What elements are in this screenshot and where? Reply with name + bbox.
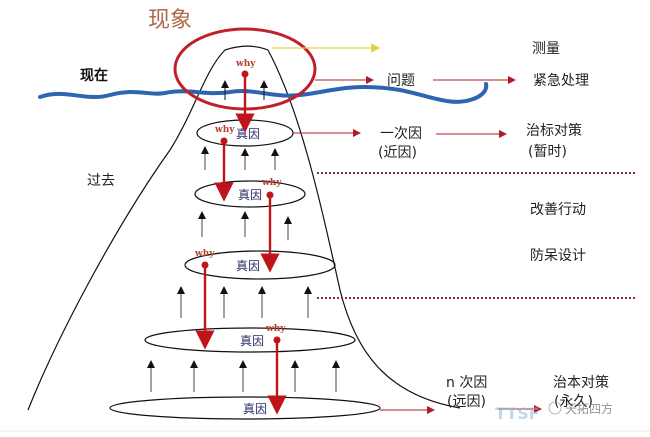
watermark-name: 天拓四方 xyxy=(565,401,613,416)
label-root-fix-sub: (永久) xyxy=(554,394,593,410)
label-now: 现在 xyxy=(80,67,108,84)
label-temporary-fix-sub: (暂时) xyxy=(528,144,567,160)
wechat-icon xyxy=(548,401,562,415)
cause-ellipse-4 xyxy=(144,327,356,353)
true-cause-label-2: 真因 xyxy=(238,188,262,202)
true-cause-label-4: 真因 xyxy=(240,334,264,348)
why-label-2: why xyxy=(261,178,282,188)
iceberg-outline xyxy=(27,45,461,411)
watermark-brand: TTSF xyxy=(495,404,540,423)
label-nth-cause-sub: (远因) xyxy=(447,394,486,410)
water-line xyxy=(38,82,489,104)
cause-ellipse-2 xyxy=(194,180,306,208)
cause-ellipse-5 xyxy=(109,396,381,420)
label-nth-cause: n 次因 xyxy=(446,375,487,391)
label-problem: 问题 xyxy=(387,73,415,89)
why-label-top: why xyxy=(235,59,256,69)
true-cause-label-5: 真因 xyxy=(243,402,267,416)
label-measure: 测量 xyxy=(532,41,560,57)
cause-ellipse-3 xyxy=(184,250,336,280)
label-emergency-handling: 紧急处理 xyxy=(533,73,589,89)
diagram-title: 现象 xyxy=(148,8,192,33)
why-label-4: why xyxy=(265,324,286,334)
true-cause-label-1: 真因 xyxy=(236,127,260,141)
true-cause-label-3: 真因 xyxy=(236,259,260,273)
why-label-3: why xyxy=(194,249,215,259)
label-temporary-fix: 治标对策 xyxy=(526,122,582,139)
label-poka-yoke: 防呆设计 xyxy=(530,248,586,264)
label-past: 过去 xyxy=(87,173,115,189)
label-root-fix: 治本对策 xyxy=(553,374,609,391)
why-label-1: why xyxy=(214,125,235,135)
label-primary-cause-sub: (近因) xyxy=(378,145,417,161)
label-primary-cause: 一次因 xyxy=(380,126,422,142)
label-improvement-action: 改善行动 xyxy=(530,202,586,218)
